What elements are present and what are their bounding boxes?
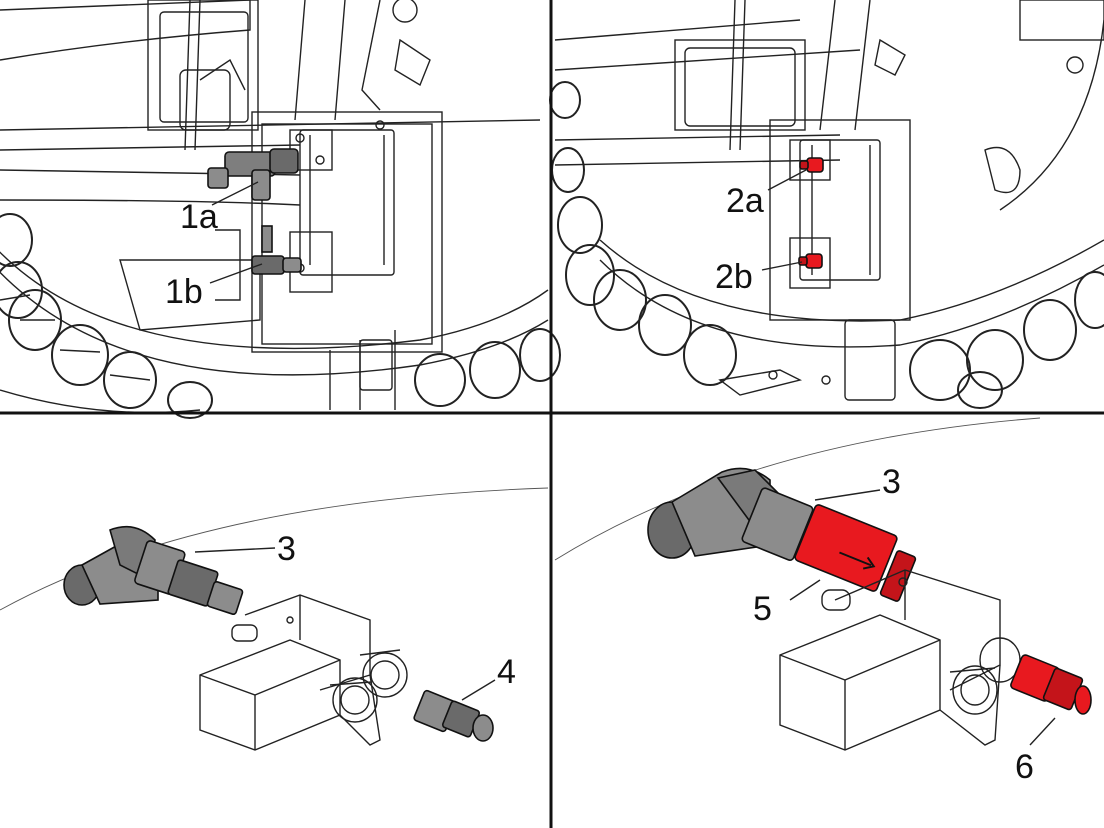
fitting-1a bbox=[207, 148, 299, 201]
fitting-4 bbox=[413, 689, 494, 742]
leader-1b bbox=[209, 263, 263, 284]
check-valve-5 bbox=[794, 504, 917, 602]
callout-3-right: 3 bbox=[882, 463, 901, 501]
leader-6 bbox=[1029, 717, 1056, 746]
knob-row-1 bbox=[0, 213, 561, 419]
leader-1a bbox=[211, 181, 259, 206]
callout-5: 5 bbox=[753, 590, 772, 628]
leader-4 bbox=[461, 679, 496, 701]
callout-1b: 1b bbox=[165, 273, 203, 311]
plug-2b bbox=[798, 253, 823, 269]
elbow-fitting-3-right bbox=[647, 467, 814, 561]
callout-4: 4 bbox=[497, 653, 516, 691]
plug-2a bbox=[799, 157, 824, 173]
panel-3-curve bbox=[0, 487, 549, 611]
leader-2b bbox=[761, 261, 803, 271]
callout-3-left: 3 bbox=[277, 530, 296, 568]
leader-2a bbox=[767, 169, 807, 191]
knob-row-2 bbox=[549, 81, 1104, 409]
manifold-block-4 bbox=[779, 569, 1021, 751]
callout-6: 6 bbox=[1015, 748, 1034, 786]
machine-background-2 bbox=[554, 0, 1104, 401]
leader-5 bbox=[789, 579, 821, 601]
arrow-right-icon bbox=[839, 551, 876, 570]
panel-4-curve bbox=[554, 417, 1041, 561]
leader-3-left bbox=[194, 547, 276, 553]
fitting-1b bbox=[251, 225, 302, 275]
panel-3: 3 4 bbox=[0, 487, 549, 751]
callout-1a: 1a bbox=[180, 198, 218, 236]
callout-2b: 2b bbox=[715, 258, 753, 296]
panel-4: 3 5 6 bbox=[554, 417, 1092, 786]
leader-3-right bbox=[814, 489, 881, 501]
panel-2: 2a 2b bbox=[549, 0, 1104, 409]
elbow-fitting-3 bbox=[63, 525, 244, 616]
callout-2a: 2a bbox=[726, 182, 764, 220]
panel-1: 1a 1b bbox=[0, 0, 561, 419]
manifold-block-3 bbox=[199, 594, 408, 751]
fitting-6 bbox=[1010, 654, 1092, 715]
